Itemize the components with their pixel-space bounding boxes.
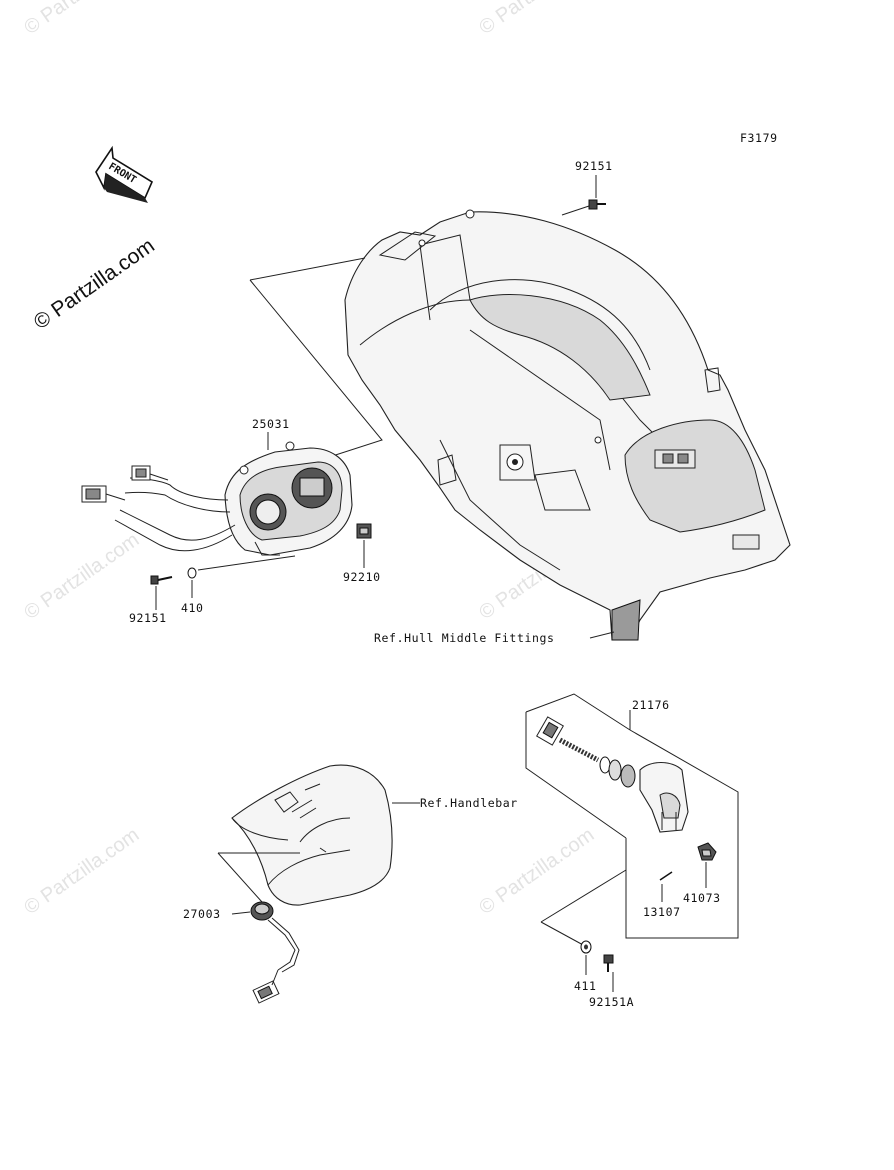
leader-line: [540, 921, 586, 947]
part-number-410: 410: [181, 601, 204, 615]
part-number-92151-left: 92151: [129, 611, 167, 625]
pin-13107: [659, 871, 673, 902]
bolt-92151-top: [588, 175, 606, 210]
watermark: © Partzilla.com: [475, 824, 598, 919]
switch-assembly-21176: [525, 693, 739, 939]
leader-line: [217, 852, 300, 903]
washer-411: [580, 940, 592, 975]
leader-line: [249, 257, 366, 281]
part-number-21176: 21176: [632, 698, 670, 712]
meter-assembly-25031: [81, 441, 353, 556]
watermark: © Partzilla.com: [20, 0, 143, 39]
clip-41073: [697, 842, 717, 888]
part-number-41073: 41073: [683, 891, 721, 905]
leader-line: [197, 555, 296, 571]
clip-92210: [356, 523, 372, 568]
sensor-27003: [250, 901, 300, 1004]
figure-code: F3179: [740, 131, 778, 145]
ref-handlebar: Ref.Handlebar: [420, 796, 518, 810]
leader-line: [561, 204, 593, 216]
part-number-92151A: 92151A: [589, 995, 634, 1009]
leader-line: [249, 279, 383, 461]
part-number-92210: 92210: [343, 570, 381, 584]
part-number-13107: 13107: [643, 905, 681, 919]
part-number-25031: 25031: [252, 417, 290, 431]
watermark-main: © Partzilla.com: [30, 234, 159, 334]
part-number-411: 411: [574, 979, 597, 993]
watermark: © Partzilla.com: [475, 0, 598, 39]
leader-line: [231, 911, 251, 915]
front-arrow-icon: FRONT: [95, 145, 154, 203]
part-number-92151-top: 92151: [575, 159, 613, 173]
leader-line: [589, 631, 615, 639]
watermark: © Partzilla.com: [20, 529, 143, 624]
screw-92151-left: [150, 575, 173, 610]
screw-92151A: [603, 954, 614, 992]
watermark: © Partzilla.com: [20, 824, 143, 919]
hull-middle-fittings: [344, 209, 791, 641]
part-number-27003: 27003: [183, 907, 221, 921]
handlebar-cover: [231, 764, 393, 906]
washer-410: [187, 567, 197, 598]
leader-line: [540, 869, 627, 923]
ref-hull-middle-fittings: Ref.Hull Middle Fittings: [374, 631, 555, 645]
